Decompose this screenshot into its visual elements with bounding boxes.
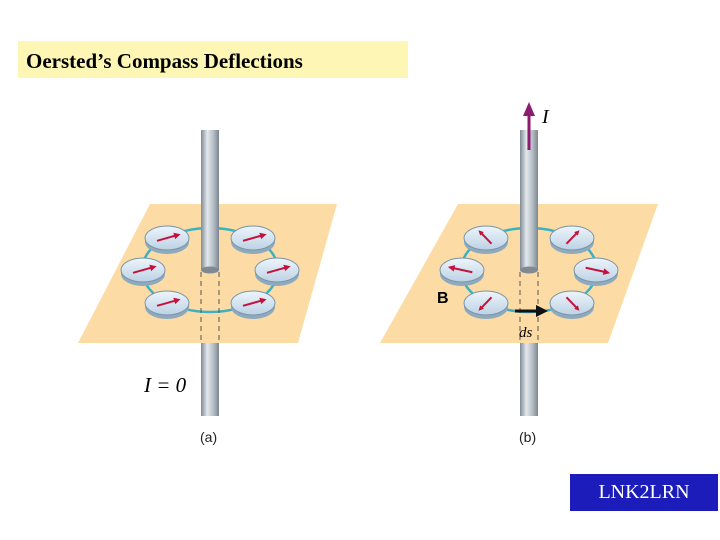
- compass-needle: [565, 296, 579, 310]
- compass-needle: [242, 234, 264, 242]
- compass-needle: [479, 231, 493, 245]
- compass-needle: [565, 231, 579, 245]
- compass-needle: [266, 266, 288, 274]
- compass-needle-tip: [283, 264, 291, 272]
- compass-needle-tip: [259, 297, 267, 305]
- compass-needle-tip: [602, 268, 611, 275]
- compass-needle-tip: [478, 230, 484, 236]
- compass-a-4: [254, 257, 300, 286]
- compass-needle: [156, 234, 178, 242]
- current-label-a: I = 0: [143, 373, 187, 397]
- caption-a: (a): [200, 429, 217, 445]
- wire-a-lower: [201, 343, 219, 416]
- compass-b-1: [463, 225, 509, 254]
- compass-b-2: [549, 225, 595, 254]
- compass-needle-tip: [447, 265, 456, 272]
- compass-needle: [451, 266, 473, 274]
- compass-needle: [242, 299, 264, 307]
- compass-b-4: [573, 257, 619, 286]
- compass-b-3: [439, 257, 485, 286]
- wire-b-lower: [520, 343, 538, 416]
- wire-a-upper: [201, 130, 219, 270]
- lnk2lrn-badge: LNK2LRN: [570, 474, 718, 511]
- ds-label: ds: [519, 325, 533, 341]
- compass-a-2: [230, 225, 276, 254]
- compass-needle-tip: [173, 297, 181, 305]
- compass-b-6: [549, 290, 595, 319]
- compass-a-1: [144, 225, 190, 254]
- compass-needle-tip: [149, 264, 157, 272]
- slide-title: Oersted’s Compass Deflections: [18, 41, 408, 78]
- field-label: B: [437, 290, 449, 307]
- compass-needle-tip: [574, 230, 580, 236]
- panel-a: I = 0 (a): [78, 130, 337, 445]
- compass-needle: [479, 296, 493, 310]
- caption-b: (b): [519, 429, 536, 445]
- current-label-b: I: [541, 106, 550, 128]
- compass-needle-tip: [173, 232, 181, 240]
- compass-a-3: [120, 257, 166, 286]
- compass-b-5: [463, 290, 509, 319]
- compass-needle: [156, 299, 178, 307]
- compass-needle-tip: [259, 232, 267, 240]
- compass-needle: [132, 266, 154, 274]
- panel-b: I ds B (b): [380, 102, 658, 445]
- compass-a-6: [230, 290, 276, 319]
- compass-needle-tip: [574, 305, 580, 311]
- compass-needle-tip: [478, 305, 484, 311]
- compass-needle: [585, 266, 607, 274]
- wire-b-upper: [520, 130, 538, 270]
- compass-a-5: [144, 290, 190, 319]
